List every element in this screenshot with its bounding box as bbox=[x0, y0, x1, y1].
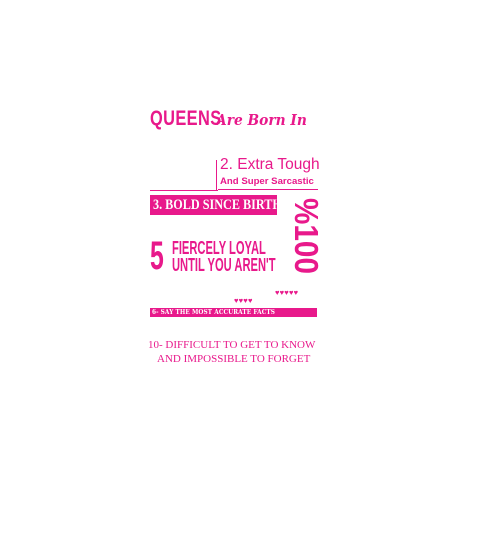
until-you-arent-text: UNTIL YOU AREN'T bbox=[172, 255, 276, 275]
bold-since-birth-banner bbox=[150, 195, 277, 215]
accurate-facts-text: 6- SAY THE MOST ACCURATE FACTS bbox=[152, 308, 276, 316]
number-five-text: 5 bbox=[150, 234, 164, 278]
bracket-vertical-line bbox=[216, 160, 217, 191]
difficult-line-2: AND IMPOSSIBLE TO FORGET bbox=[157, 353, 311, 365]
bracket-right-line bbox=[218, 189, 318, 190]
hundred-percent-text: %100 bbox=[288, 198, 325, 274]
queens-heading: QUEENS bbox=[150, 107, 222, 130]
extra-tough-text: 2. Extra Tough bbox=[220, 156, 320, 173]
hearts-row-bottom: ♥♥♥♥ bbox=[234, 296, 253, 305]
hearts-row-top: ♥♥♥♥♥ bbox=[275, 288, 299, 297]
bold-since-birth-text: 3. BOLD SINCE BIRTH bbox=[153, 197, 282, 213]
difficult-line-1: 10- DIFFICULT TO GET TO KNOW bbox=[148, 339, 316, 351]
super-sarcastic-text: And Super Sarcastic bbox=[220, 176, 314, 187]
are-born-in-text: Are Born In bbox=[216, 112, 307, 129]
fiercely-loyal-text: FIERCELY LOYAL bbox=[172, 238, 266, 258]
accurate-facts-banner bbox=[150, 308, 317, 317]
bracket-left-line bbox=[150, 190, 218, 191]
